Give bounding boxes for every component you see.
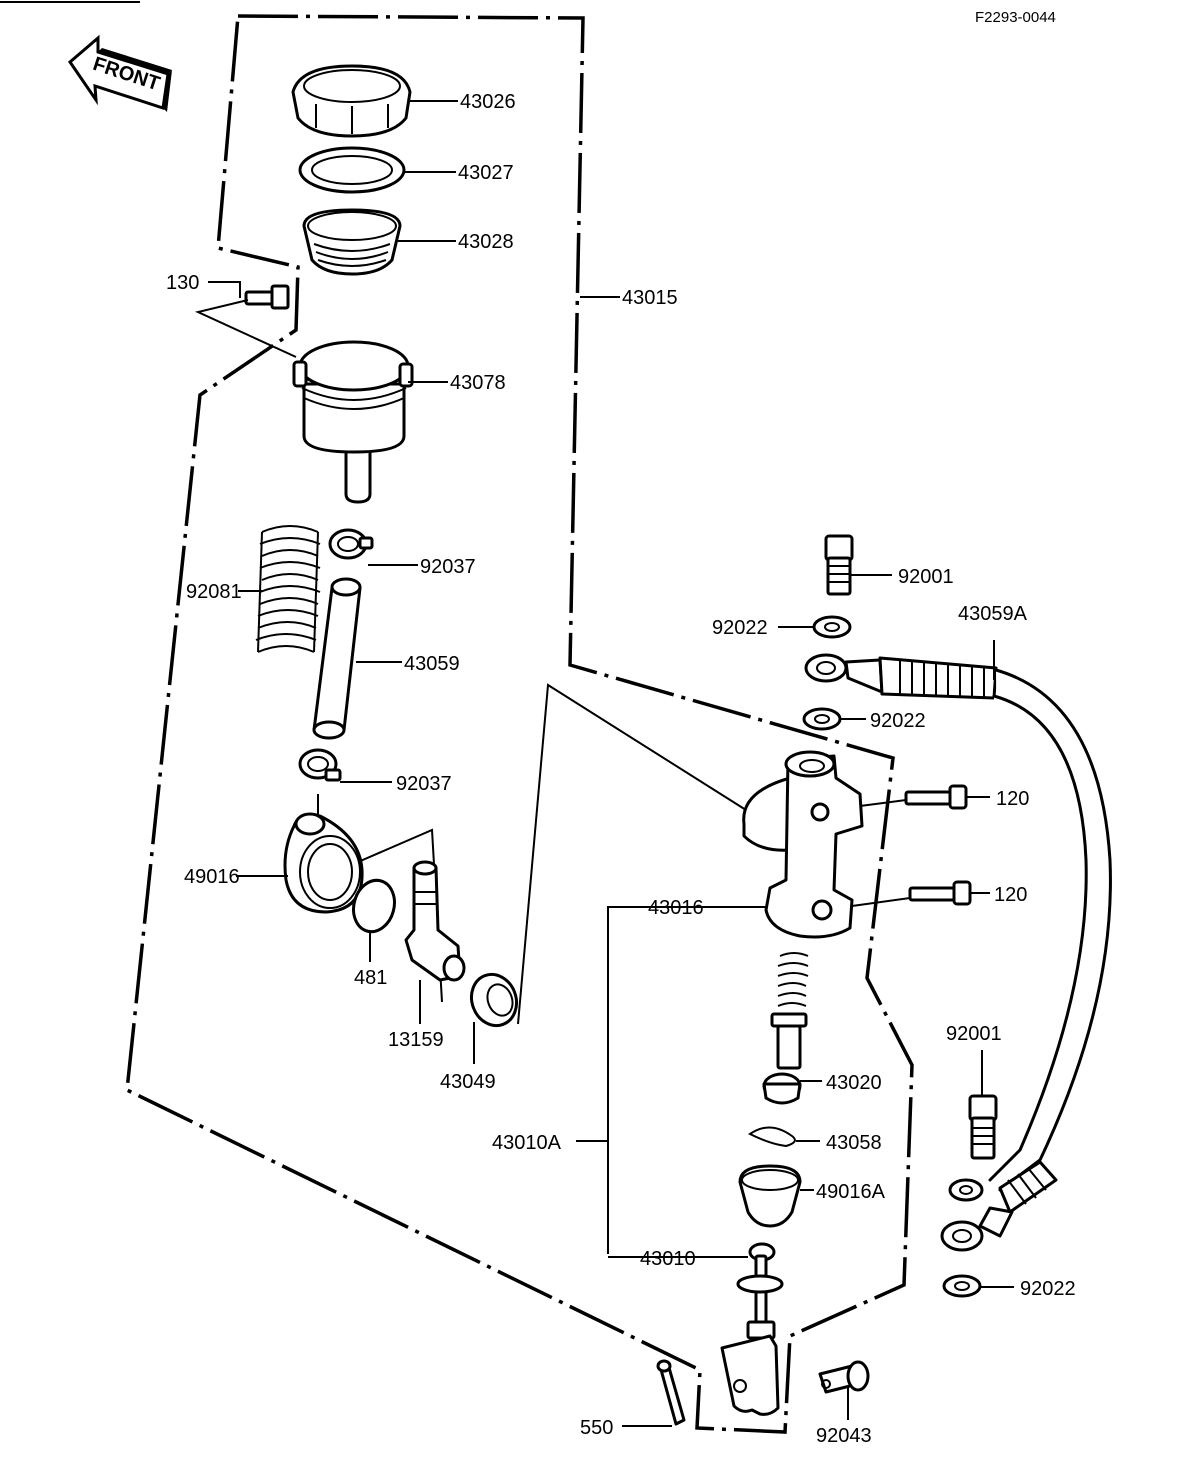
reservoir-43078 <box>292 340 414 504</box>
leader-43016-bracket <box>607 906 768 1254</box>
leader-120-mount-upper <box>859 799 907 807</box>
bolt-130 <box>244 284 290 310</box>
label-43058: 43058 <box>826 1132 882 1154</box>
bolt-120-upper <box>904 784 968 810</box>
label-120-upper: 120 <box>996 788 1029 810</box>
label-43028: 43028 <box>458 231 514 253</box>
leader-130-mount <box>194 299 297 358</box>
label-43020: 43020 <box>826 1072 882 1094</box>
label-43010: 43010 <box>640 1248 696 1270</box>
washer-92022-bottom <box>942 1274 982 1298</box>
label-43016: 43016 <box>648 897 704 919</box>
grommet-43049 <box>469 972 519 1028</box>
label-92022-top: 92022 <box>712 617 768 639</box>
label-120-lower: 120 <box>994 884 1027 906</box>
label-43027: 43027 <box>458 162 514 184</box>
label-92037-upper: 92037 <box>420 556 476 578</box>
label-43015: 43015 <box>622 287 678 309</box>
figure-code: F2293-0044 <box>975 9 1056 26</box>
label-92081: 92081 <box>186 581 242 603</box>
hose-43059 <box>312 577 362 740</box>
label-43059: 43059 <box>404 653 460 675</box>
assembly-43015-boundary <box>125 14 914 1434</box>
diaphragm-plate-43028 <box>302 208 402 276</box>
label-92022-middle: 92022 <box>870 710 926 732</box>
front-arrow-icon: FRONT <box>68 34 172 112</box>
piston-43020 <box>762 952 809 1105</box>
diaphragm-43027 <box>298 146 406 194</box>
elbow-fitting-13159 <box>404 860 466 982</box>
cotter-pin-550 <box>656 1359 686 1426</box>
label-43059A: 43059A <box>958 603 1028 625</box>
circlip-481 <box>352 878 396 934</box>
banjo-bolt-92001-upper <box>824 534 854 596</box>
cover-49016 <box>283 812 364 914</box>
label-92022-bottom: 92022 <box>1020 1278 1076 1300</box>
label-92037-lower: 92037 <box>396 773 452 795</box>
push-rod-43010 <box>720 1242 784 1416</box>
washer-92022-lower-upper <box>948 1178 984 1202</box>
washer-92022-middle <box>802 707 842 731</box>
clip-43058 <box>748 1126 796 1148</box>
label-92043: 92043 <box>816 1425 872 1447</box>
label-550: 550 <box>580 1417 613 1439</box>
leader-120-mount-lower <box>851 897 911 907</box>
label-49016A: 49016A <box>816 1181 886 1203</box>
label-13159: 13159 <box>388 1029 444 1051</box>
label-43010A: 43010A <box>492 1132 562 1154</box>
leader-43049-bracket <box>517 683 747 1025</box>
reservoir-cap-43026 <box>291 64 412 138</box>
label-92001-lower: 92001 <box>946 1023 1002 1045</box>
spring-92081 <box>255 525 321 653</box>
bolt-120-lower <box>908 880 972 906</box>
hose-clamp-92037-upper <box>328 528 374 560</box>
washer-92022-top <box>812 615 852 639</box>
label-49016: 49016 <box>184 866 240 888</box>
master-cylinder-body-43016 <box>742 750 864 939</box>
label-43049: 43049 <box>440 1071 496 1093</box>
leader-130 <box>208 281 241 298</box>
label-43026: 43026 <box>460 91 516 113</box>
label-92001-upper: 92001 <box>898 566 954 588</box>
label-43078: 43078 <box>450 372 506 394</box>
banjo-bolt-92001-lower <box>968 1094 998 1160</box>
hose-clamp-92037-lower <box>298 748 342 782</box>
label-481: 481 <box>354 967 387 989</box>
clevis-pin-92043 <box>818 1360 870 1394</box>
brake-hose-43059A <box>804 653 1112 1252</box>
dust-boot-49016A <box>738 1164 802 1228</box>
label-130: 130 <box>166 272 199 294</box>
